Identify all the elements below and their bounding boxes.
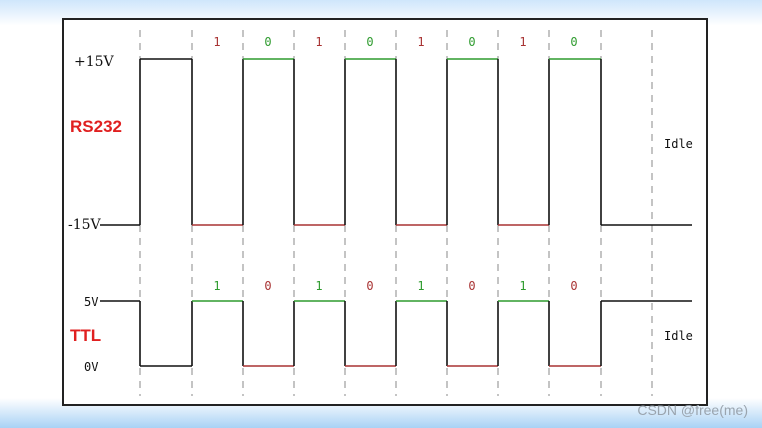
rs232-bit-labels: 1 0 1 0 1 0 1 0 [213,35,577,49]
rs232-waveform [100,58,692,226]
ttl-bit-8: 0 [570,279,577,293]
rs232-title: RS232 [70,117,122,136]
ttl-bit-7: 1 [519,279,526,293]
rs232-bit-6: 0 [468,35,475,49]
ttl-bit-4: 0 [366,279,373,293]
rs232-bit-2: 0 [264,35,271,49]
rs232-low-label: -15V [68,217,102,233]
rs232-high-label: +15V [74,54,115,70]
rs232-bit-5: 1 [417,35,424,49]
ttl-title: TTL [70,326,101,345]
ttl-bit-3: 1 [315,279,322,293]
ttl-high-label: 5V [84,295,98,309]
rs232-bit-4: 0 [366,35,373,49]
ttl-idle-label: Idle [664,329,693,343]
rs232-bit-1: 1 [213,35,220,49]
rs232-bit-7: 1 [519,35,526,49]
ttl-bit-5: 1 [417,279,424,293]
ttl-bit-6: 0 [468,279,475,293]
ttl-waveform [100,300,692,367]
ttl-bit-2: 0 [264,279,271,293]
ttl-bit-1: 1 [213,279,220,293]
rs232-bit-8: 0 [570,35,577,49]
rs232-bit-3: 1 [315,35,322,49]
ttl-low-label: 0V [84,360,98,374]
rs232-idle-label: Idle [664,137,693,151]
ttl-bit-labels: 1 0 1 0 1 0 1 0 [213,279,577,293]
watermark: CSDN @free(me) [637,402,748,418]
